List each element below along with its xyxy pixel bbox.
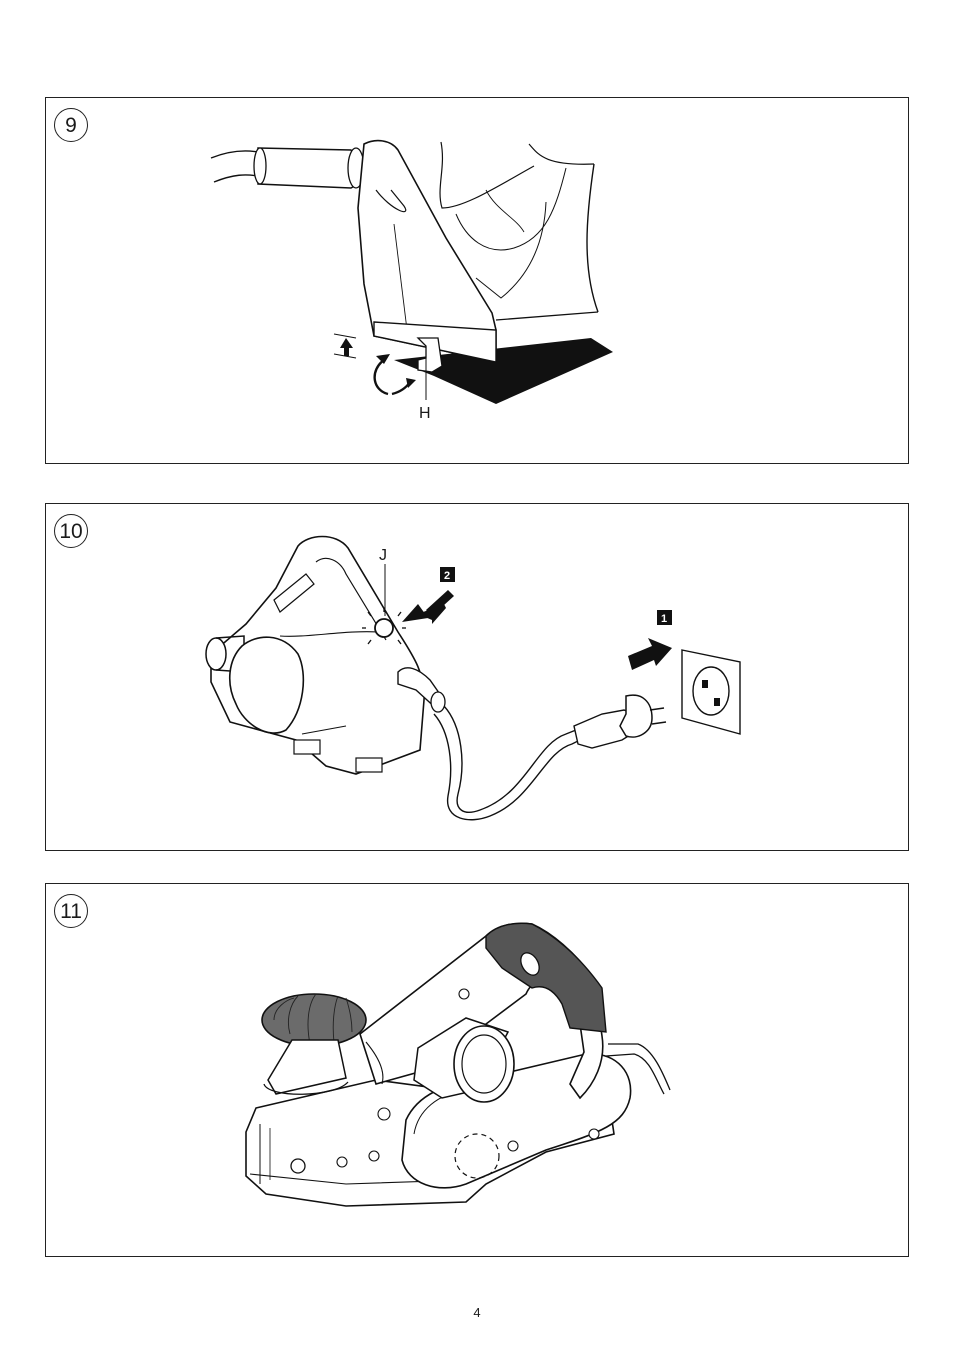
- arrow-icon: [628, 638, 672, 670]
- front-knob: [262, 994, 366, 1046]
- rear-handle: [258, 148, 358, 188]
- rotation-arrow-icon: [375, 360, 388, 394]
- svg-text:2: 2: [444, 570, 450, 582]
- figure-9-panel: 9 H: [45, 97, 909, 464]
- lock-button-unplug-illustration: J 2 1: [46, 504, 910, 852]
- planer-perspective-illustration: [46, 884, 910, 1258]
- figure-10-panel: 10 J: [45, 503, 909, 851]
- arrow-icon: [340, 338, 353, 356]
- figure-11-panel: 11: [45, 883, 909, 1257]
- label-j: J: [379, 547, 387, 564]
- page-number: 4: [0, 1305, 954, 1320]
- planer-depth-adjust-illustration: H: [46, 98, 910, 465]
- lock-off-button: [375, 619, 393, 637]
- svg-text:1: 1: [661, 613, 667, 625]
- label-h: H: [419, 405, 431, 422]
